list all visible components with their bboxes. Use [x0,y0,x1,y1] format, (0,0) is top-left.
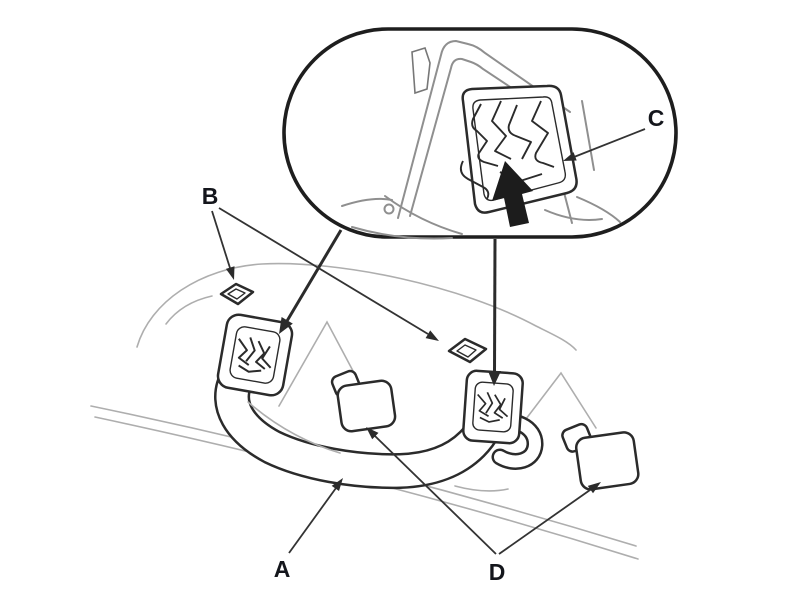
handle-mount-left [216,313,294,397]
inset-leader-right-arrowhead [488,371,501,386]
inset-handle-curve-1 [384,195,463,235]
headliner-inner-arc [165,295,213,325]
headliner-recess-arc [136,262,577,351]
callout-a-arrowhead [331,478,343,491]
clip-square-left-inner [227,288,246,300]
callout-c: C [563,105,664,161]
callout-a-line [288,487,337,554]
pillar-tab [411,47,431,95]
magnified-inset [282,27,678,240]
inset-handle-curve-2 [341,197,393,207]
handle-shadow-line [454,485,509,492]
inset-pillar-detail [341,39,621,240]
mount-left-inner [229,326,281,384]
callout-d: D [366,427,601,585]
callout-b-line-2 [218,207,429,335]
inset-clip-opening [459,84,578,214]
clip-square-right-inner [456,344,477,358]
callout-a: A [274,478,343,582]
inset-bracket-right-edge [581,100,595,171]
cover-right-body [574,431,640,491]
grab-handle-highlight [247,401,341,454]
clip-opening-inner-ring [472,96,567,202]
callout-label-a: A [274,556,291,582]
callout-label-b: B [202,183,219,209]
clip-opening-outer-ring [461,84,578,214]
inset-leader-left-arrowhead [279,317,293,334]
callout-b: B [202,183,439,341]
callout-d-arrowhead-1 [366,427,379,440]
pillar-inner-edge [409,57,549,217]
pillar-outer-edge [397,39,571,219]
callout-b-arrowhead-2 [425,330,439,341]
clip-square-left-outer [219,282,255,306]
inset-leader-arrows [279,229,501,386]
push-direction-arrow [492,161,533,227]
cover-right [561,422,640,491]
inset-handle-curve-3 [351,226,453,240]
callout-d-line-1 [374,435,497,555]
callout-d-arrowhead-2 [587,482,601,494]
callout-c-line [573,128,646,158]
headliner-crease-right [512,371,597,437]
clip-square-left [219,282,255,306]
clip-square-right-outer [447,337,488,364]
inset-bracket-bottom-2 [544,209,603,221]
clip-square-right [447,337,488,364]
callout-label-d: D [489,559,506,585]
callout-d-line-2 [498,489,591,555]
spring-clip-detail [459,100,555,200]
callout-c-arrowhead [563,152,577,161]
inset-screw-hole [383,203,395,215]
callout-label-c: C [648,105,665,131]
callout-b-line-1 [211,210,231,269]
inset-leader-right [493,238,497,373]
cover-left-body [336,379,397,433]
cover-left [330,369,397,433]
inset-bracket-bottom-3 [576,196,621,223]
callout-b-arrowhead-1 [225,266,235,280]
inset-leader-left [285,229,343,322]
